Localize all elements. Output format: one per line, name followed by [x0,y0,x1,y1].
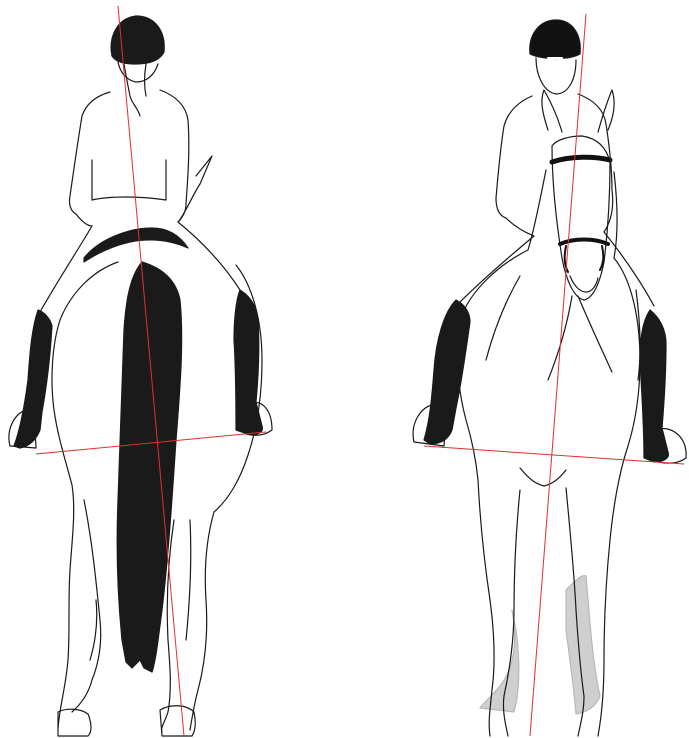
rear-view-illustration [9,16,272,736]
front-horse-reins [565,246,604,272]
front-right-boot [640,310,668,462]
rear-rider-arms [76,156,212,226]
front-rider-helmet [530,20,580,59]
rear-rider-torso [69,90,188,222]
front-horse-bridle [552,157,610,162]
front-horse-noseband [560,240,608,245]
rear-horse-hooves [58,706,195,736]
front-rider-arms [506,190,613,236]
front-view-illustration [413,20,686,736]
rear-saddle [84,228,188,262]
front-rider-face [536,58,576,94]
rear-right-boot [234,290,262,435]
front-rider-legs [458,232,654,306]
front-horse-shadow-legs [480,576,600,714]
front-horse-neck [486,170,640,380]
front-left-boot [424,300,470,444]
rear-horse-tail [117,262,181,672]
